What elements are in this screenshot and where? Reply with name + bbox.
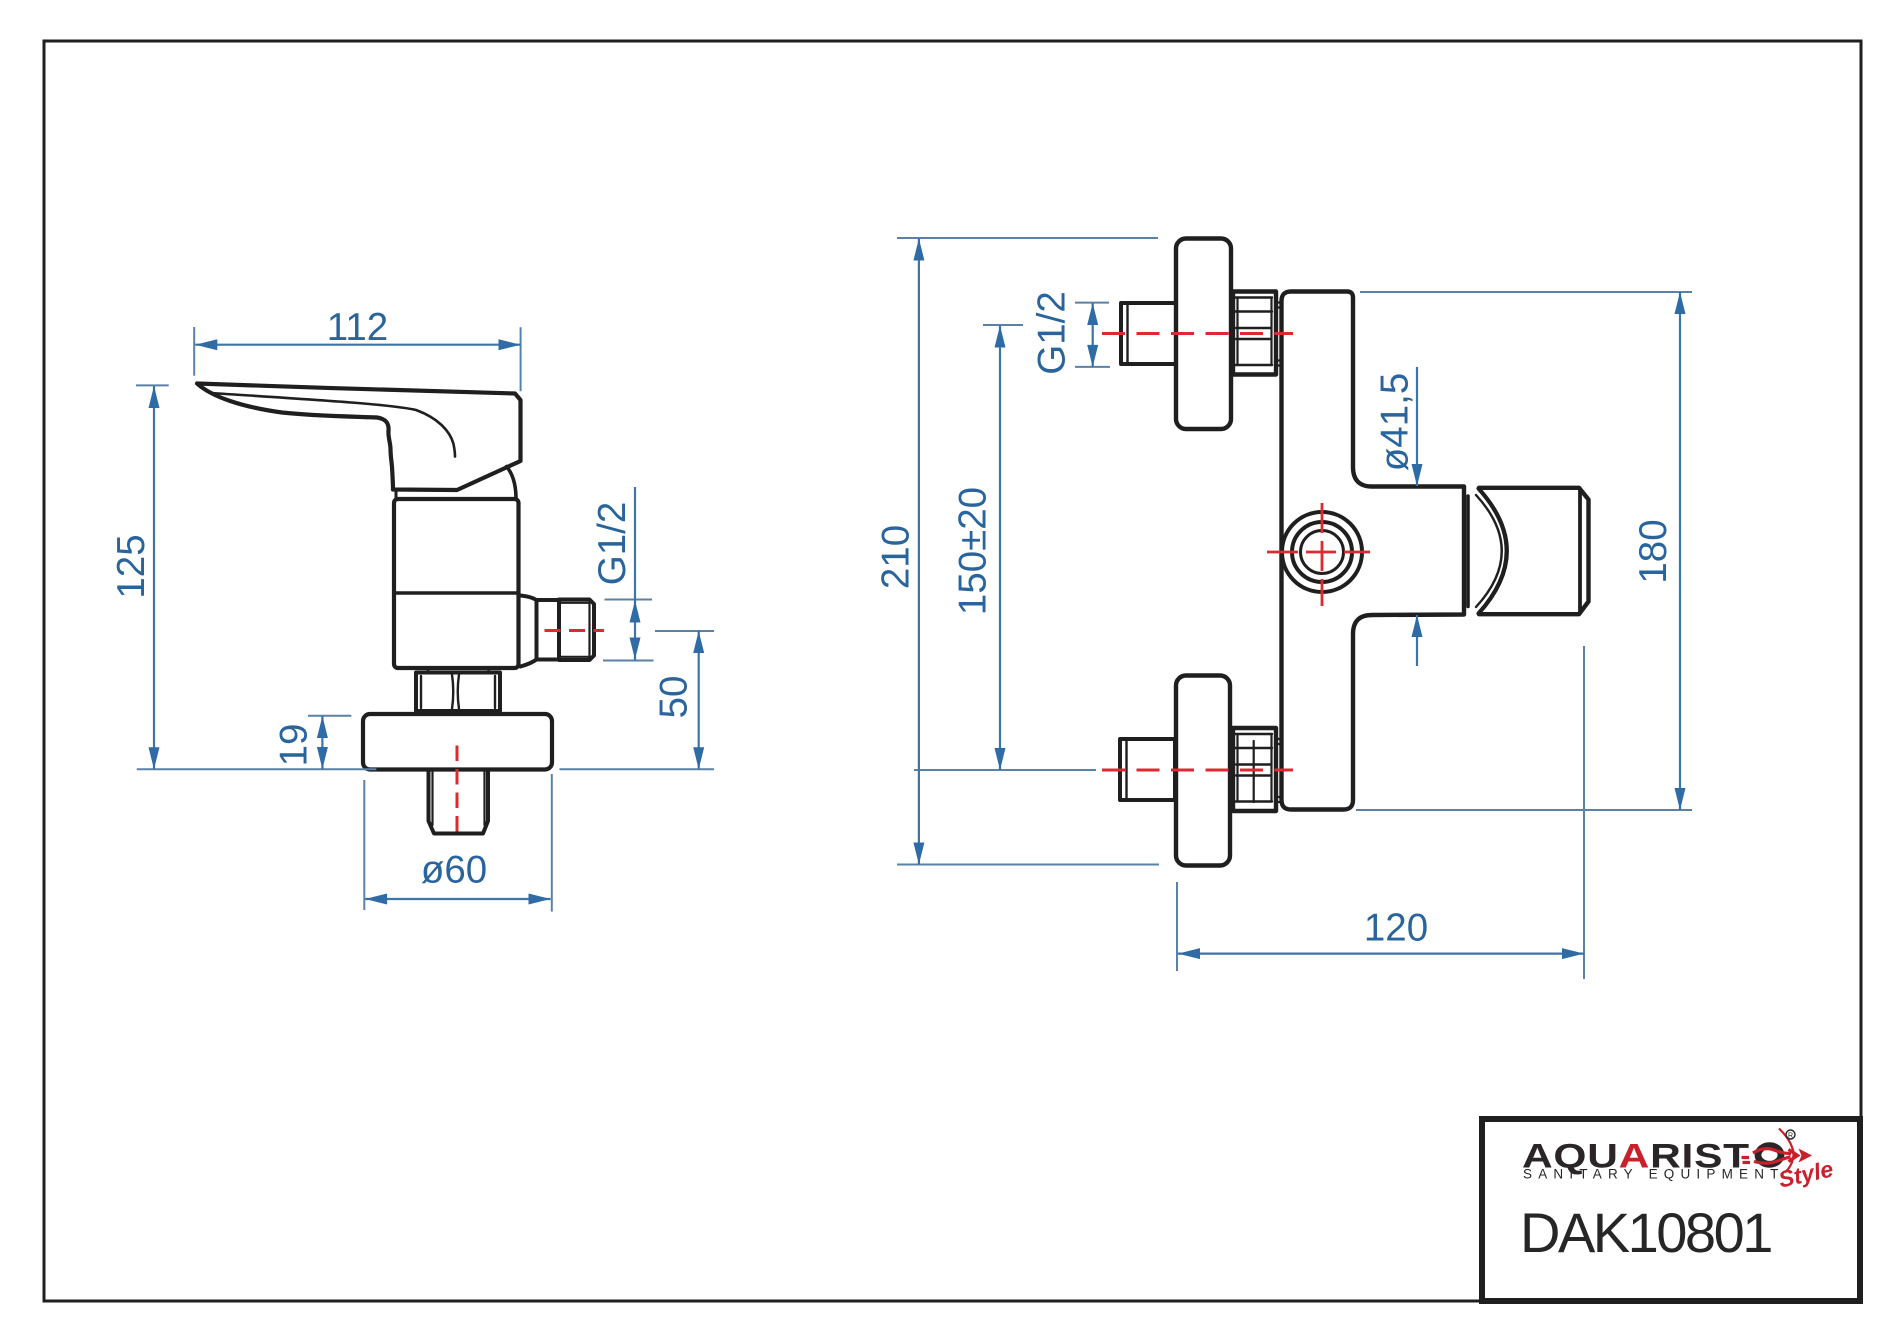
svg-text:DAK10801: DAK10801 bbox=[1520, 1201, 1771, 1264]
svg-text:ø60: ø60 bbox=[421, 849, 487, 892]
svg-text:112: 112 bbox=[327, 306, 388, 349]
svg-text:210: 210 bbox=[875, 525, 918, 589]
svg-text:SANITARY EQUIPMENT: SANITARY EQUIPMENT bbox=[1523, 1167, 1785, 1182]
svg-text:125: 125 bbox=[110, 534, 153, 598]
svg-text:180: 180 bbox=[1632, 519, 1675, 583]
svg-text:AQUARIST: AQUARIST bbox=[1522, 1137, 1750, 1175]
svg-text:ø41,5: ø41,5 bbox=[1374, 373, 1417, 471]
svg-text:R: R bbox=[1788, 1133, 1793, 1140]
svg-text:120: 120 bbox=[1364, 907, 1428, 950]
svg-text:G1/2: G1/2 bbox=[591, 502, 634, 585]
svg-text:50: 50 bbox=[653, 676, 696, 719]
svg-text:G1/2: G1/2 bbox=[1031, 291, 1074, 374]
svg-text:19: 19 bbox=[273, 724, 316, 767]
svg-text:150±20: 150±20 bbox=[952, 487, 995, 615]
